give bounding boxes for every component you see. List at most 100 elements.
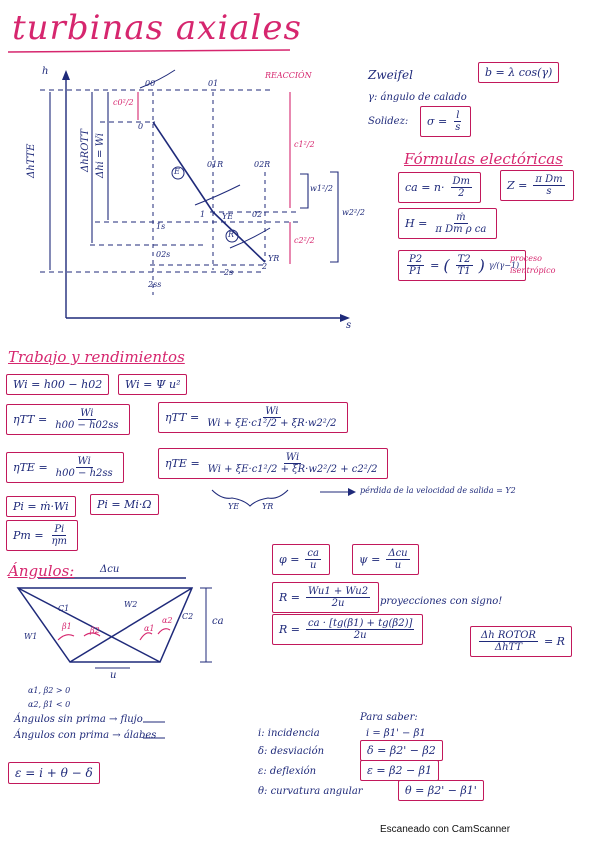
ett2-num: Wi [263, 406, 281, 418]
point-02: 02 [252, 210, 263, 219]
z-num: π Dm [533, 174, 565, 186]
r1-pre: R = [279, 591, 300, 604]
ca-tri-label: ca [212, 616, 224, 627]
zweifel-box: b = λ cos(γ) [478, 62, 560, 83]
con-prima-text: Ángulos con prima → álabes [14, 730, 157, 741]
r1-den: 2u [331, 598, 345, 609]
incidencia-formula: i = β1' − β1 [366, 728, 426, 739]
ett-num: Wi [78, 408, 96, 420]
wi1-box: Wi = h00 − h02 [6, 374, 110, 395]
r1-num: Wu1 + Wu2 [306, 586, 371, 598]
p-eq: = [430, 259, 440, 272]
w2-label: w2²/2 [342, 208, 365, 217]
t-den: T1 [457, 266, 471, 277]
alpha1-label: α1 [144, 624, 155, 633]
pi1-box: Pi = ṁ·Wi [6, 496, 76, 517]
ett-den: h00 − h02ss [55, 420, 119, 431]
ete2-pre: ηTE = [165, 457, 200, 470]
ett2-pre: ηTT = [165, 411, 200, 424]
point-01: 01 [208, 79, 219, 88]
deflexion-box: ε = β2 − β1 [360, 760, 440, 781]
zweifel-formula: b = λ cos(γ) [485, 66, 553, 79]
h-axis-label: h [42, 66, 49, 77]
alpha2-label: α2 [162, 616, 173, 625]
psi-pre: ψ = [359, 553, 381, 566]
label-yr: YR [268, 254, 280, 263]
deflexion-formula: ε = β2 − β1 [367, 764, 433, 777]
w1-label: w1²/2 [310, 184, 333, 193]
reaccion-label: REACCIÓN [265, 71, 312, 80]
c2-label: c2²/2 [294, 236, 315, 245]
ett2-den: Wi + ξE·c1²/2 + ξR·w2²/2 [207, 418, 337, 429]
point-01R: 01R [207, 160, 224, 169]
circle-r [225, 229, 239, 243]
beta1-label: β1 [62, 622, 72, 631]
page-title: turbinas axiales [12, 8, 302, 48]
h-pre: H = [405, 217, 428, 230]
desviacion-def: δ: desviación [258, 746, 325, 757]
point-2s: 2s [224, 268, 234, 277]
ete2-den: Wi + ξE·c1²/2 + ξR·w2²/2 + c2²/2 [207, 464, 378, 475]
dh-tte-label: ΔhTTE [26, 143, 37, 179]
pm-num: Pi [52, 524, 67, 536]
r3-post: = R [543, 635, 565, 648]
deflexion-def: ε: deflexión [258, 766, 317, 777]
ete-num: Wi [75, 456, 93, 468]
phi-pre: φ = [279, 553, 300, 566]
zweifel-label: Zweifel [368, 68, 413, 82]
desviacion-formula: δ = β2' − β2 [367, 744, 436, 757]
h-num: ṁ [454, 212, 468, 224]
expansion-line-rotor [212, 211, 266, 263]
r2-num: ca · [tg(β1) + tg(β2)] [306, 618, 415, 630]
h-axis-arrow [62, 70, 70, 80]
phi-num: ca [305, 548, 321, 560]
saber-heading: Para saber: [360, 712, 418, 723]
ca-den: 2 [458, 188, 465, 199]
c1-tri-label: C1 [58, 604, 70, 613]
ca-num: Dm [450, 176, 473, 188]
velocity-triangle [16, 577, 194, 663]
proceso-label: proceso [510, 254, 542, 263]
z-den: s [546, 186, 552, 197]
h-den: π Dm ρ ca [435, 224, 487, 235]
ete-pre: ηTE = [13, 461, 48, 474]
c0-label: c0²/2 [113, 98, 134, 107]
w2-tri-label: W2 [124, 600, 138, 609]
u-tri-label: u [110, 670, 117, 681]
pm-den: ηm [51, 536, 68, 547]
beta2-label: β2 [90, 626, 100, 635]
z-pre: Z = [507, 179, 528, 192]
angulos-heading: Ángulos: [8, 562, 75, 580]
scanner-footer: Escaneado con CamScanner [380, 824, 511, 835]
level-lines [40, 89, 300, 273]
p-num: P2 [407, 254, 425, 266]
calado-text: γ: ángulo de calado [368, 92, 467, 103]
trabajo-heading: Trabajo y rendimientos [8, 348, 185, 366]
point-02s: 02s [156, 250, 171, 259]
c1-label: c1²/2 [294, 140, 315, 149]
perdida-text: pérdida de la velocidad de salida = Y2 [360, 486, 516, 495]
psi-den: u [394, 560, 402, 571]
r3-num: Δh ROTOR [479, 630, 538, 642]
sign-rule-2: α2, β1 < 0 [28, 700, 71, 709]
solidez-num: l [454, 110, 462, 122]
title-underline [7, 49, 291, 53]
